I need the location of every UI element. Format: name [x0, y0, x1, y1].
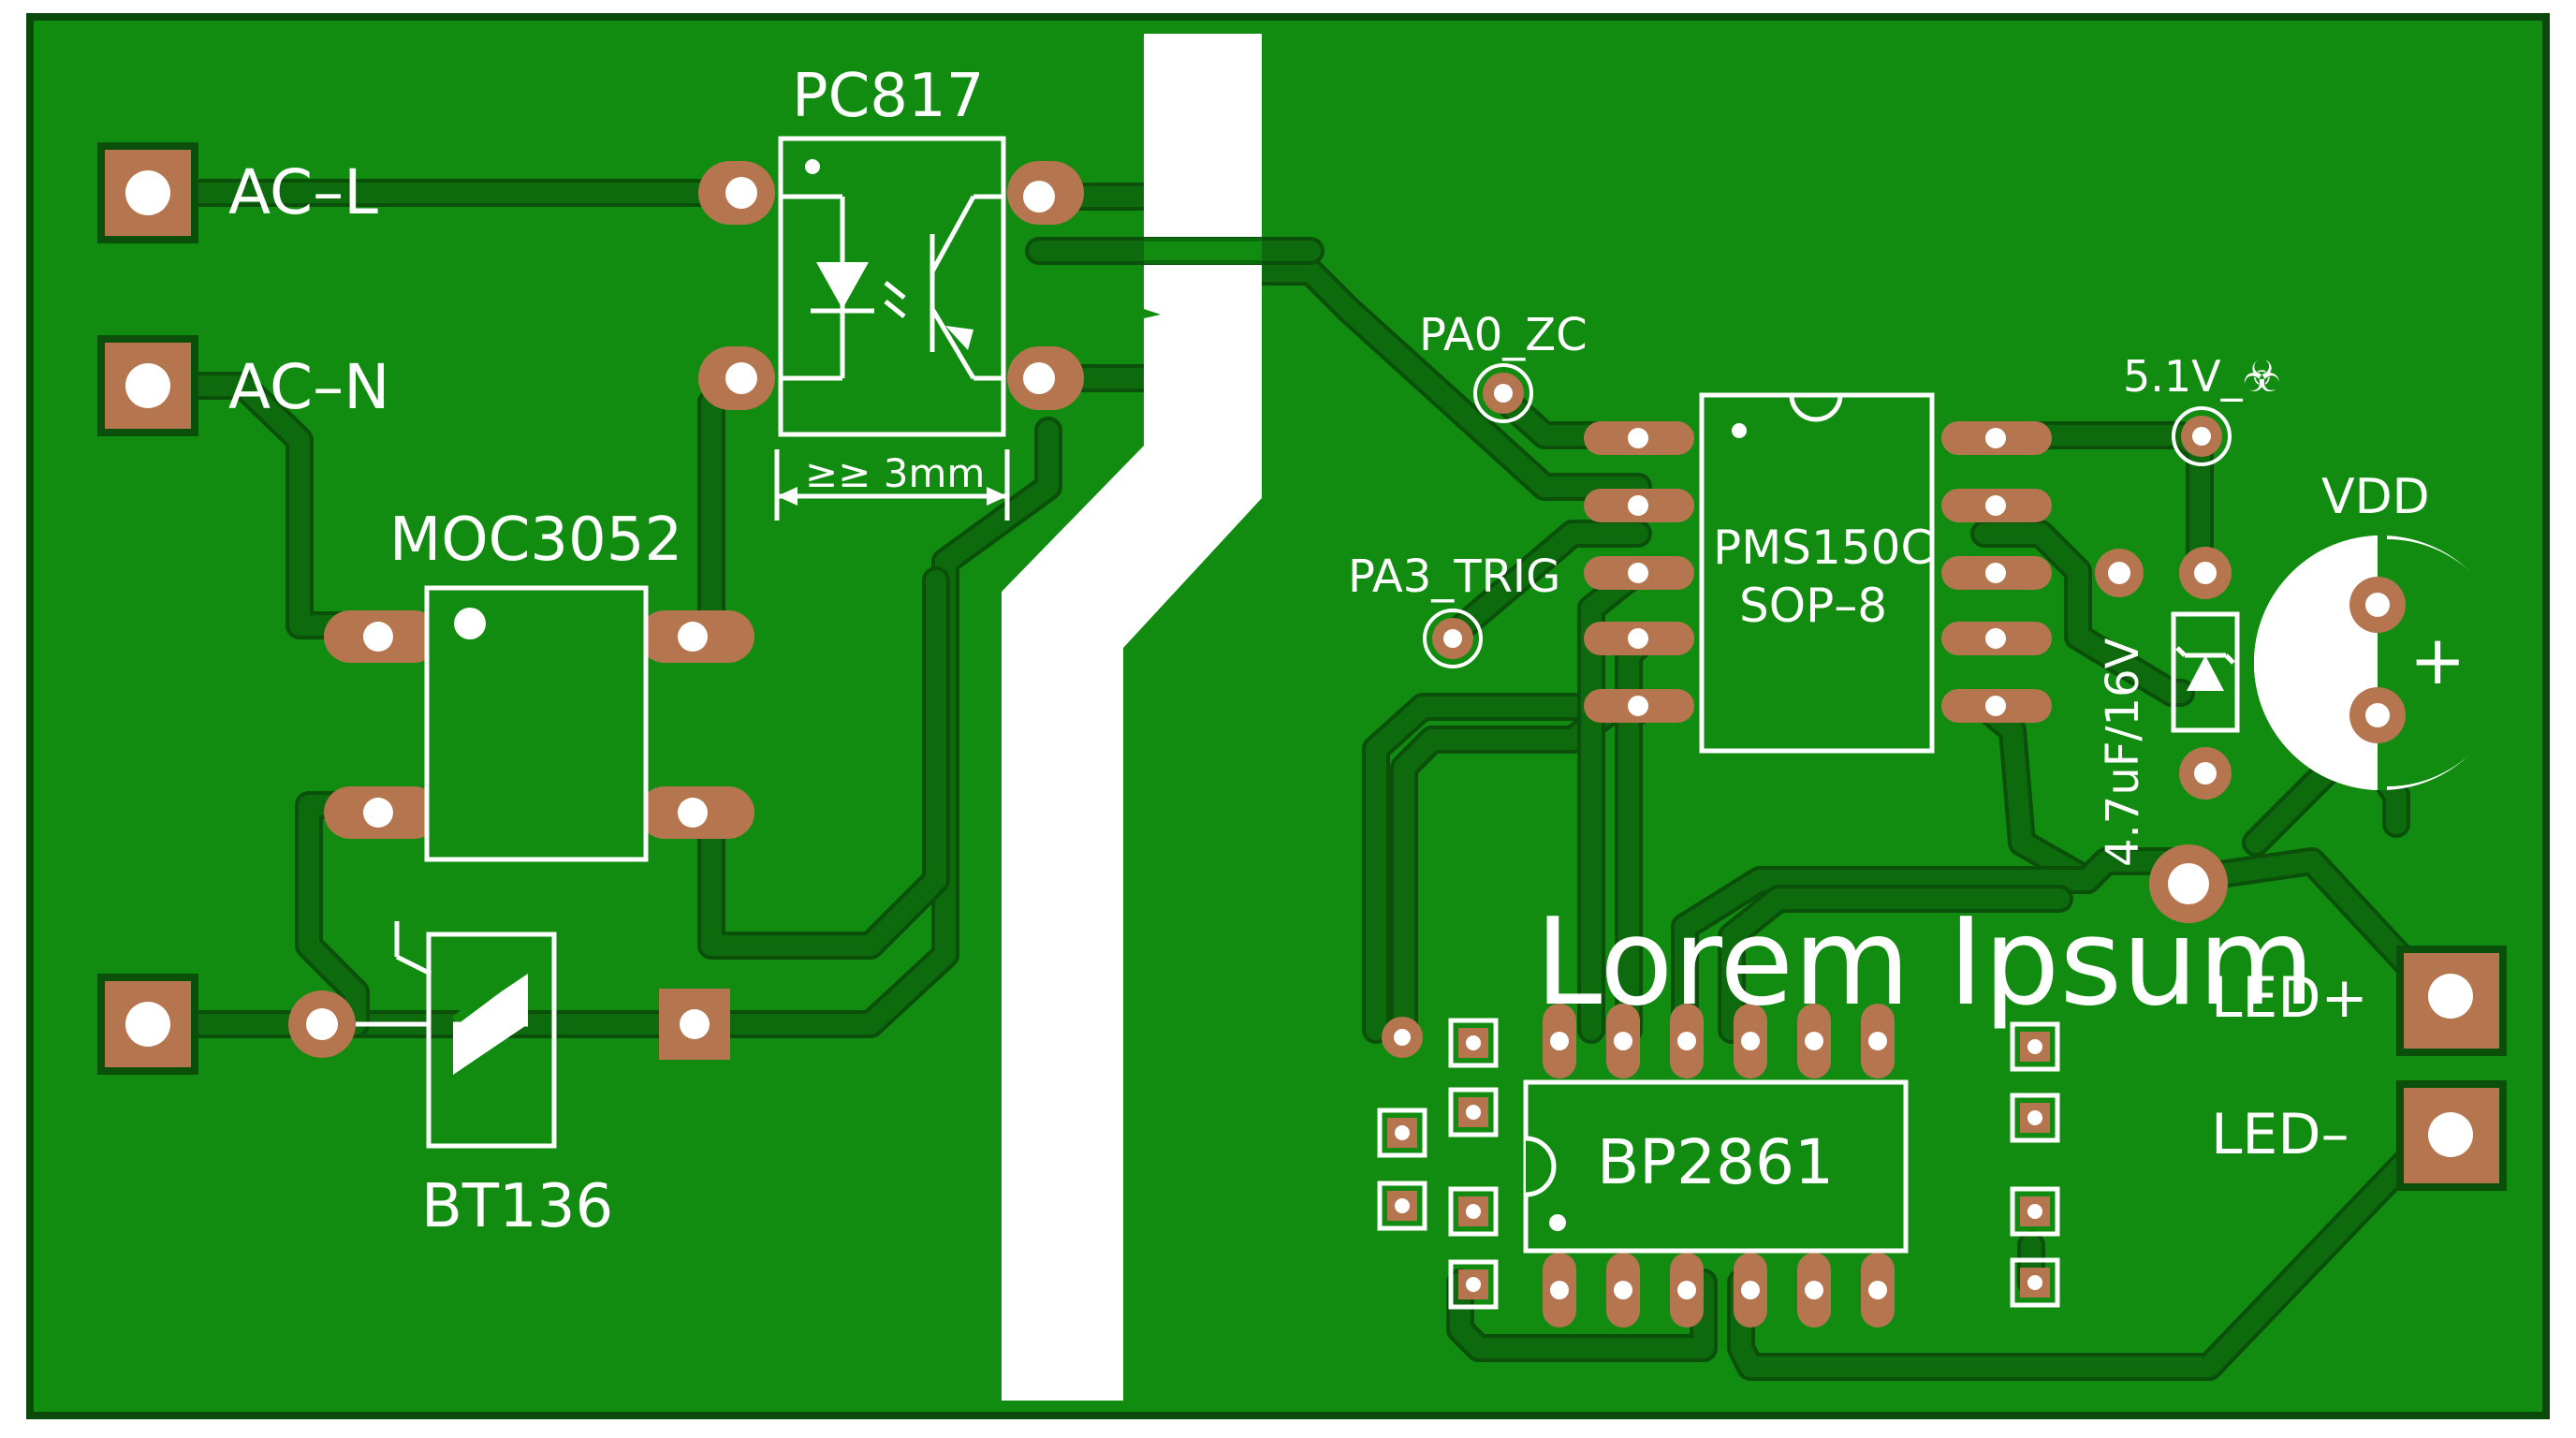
pa0-zc-testpoint [1473, 363, 1533, 423]
bp2861-pads-top [1543, 1004, 1895, 1078]
moc3052-outline [424, 585, 649, 862]
led-minus-pad [2396, 1080, 2507, 1191]
moc3052-label: MOC3052 [389, 506, 682, 575]
ac-l-label: AC–L [228, 156, 378, 228]
smd-components [1377, 1017, 2060, 1310]
electrolytic-cap [2254, 536, 2510, 790]
zener-label: 5.1V_☣ [2123, 351, 2281, 402]
zener-testpoint [2172, 406, 2232, 466]
bp2861-outline [1523, 1079, 1909, 1254]
cap-label: 4.7uF/16V [2097, 638, 2149, 867]
pa3-trig-testpoint [1423, 609, 1483, 668]
sop8-label: SOP–8 [1739, 579, 1887, 633]
triac-pad-right [659, 989, 730, 1060]
pms150c-pads [1584, 421, 2052, 723]
led-minus-label: LED– [2211, 1102, 2349, 1167]
pc817-label: PC817 [792, 62, 984, 131]
cap-plus-label: + [2409, 621, 2466, 699]
zener-diode [2171, 547, 2240, 800]
triac-pad-left [97, 974, 198, 1075]
pa3-trig-label: PA3_TRIG [1348, 550, 1560, 603]
bp2861-label: BP2861 [1597, 1126, 1834, 1198]
triac-gate-pad [288, 990, 356, 1058]
led-plus-pad [2396, 946, 2507, 1056]
bt136-label: BT136 [421, 1172, 613, 1241]
solder-mask [34, 21, 2542, 1412]
pa0-zc-label: PA0_ZC [1419, 309, 1588, 361]
clearance-label: ≥≥ 3mm [805, 450, 985, 496]
pms150c-outline [1699, 392, 1935, 754]
moc3052-pads [324, 610, 754, 839]
isolation-slot [1002, 34, 1262, 1401]
overlay-text: Lorem Ipsum [1535, 893, 2315, 1033]
zener-symbol-icon [2187, 655, 2224, 691]
led-plus-label: LED+ [2211, 965, 2368, 1031]
led-symbol-icon [816, 262, 869, 309]
ac-l-pad [97, 142, 198, 243]
vdd-label: VDD [2321, 469, 2430, 525]
pc817-outline [778, 136, 1006, 437]
pms150c-label: PMS150C [1713, 521, 1933, 575]
pc817-pads [698, 161, 1084, 410]
ac-n-label: AC–N [228, 351, 389, 423]
clearance-dimension [774, 449, 1010, 521]
ac-n-pad [97, 335, 198, 436]
bp2861-pads-bottom [1543, 1253, 1895, 1328]
bt136-outline [356, 921, 557, 1149]
junction-pad [2149, 844, 2228, 923]
cap-pad [2095, 549, 2144, 597]
